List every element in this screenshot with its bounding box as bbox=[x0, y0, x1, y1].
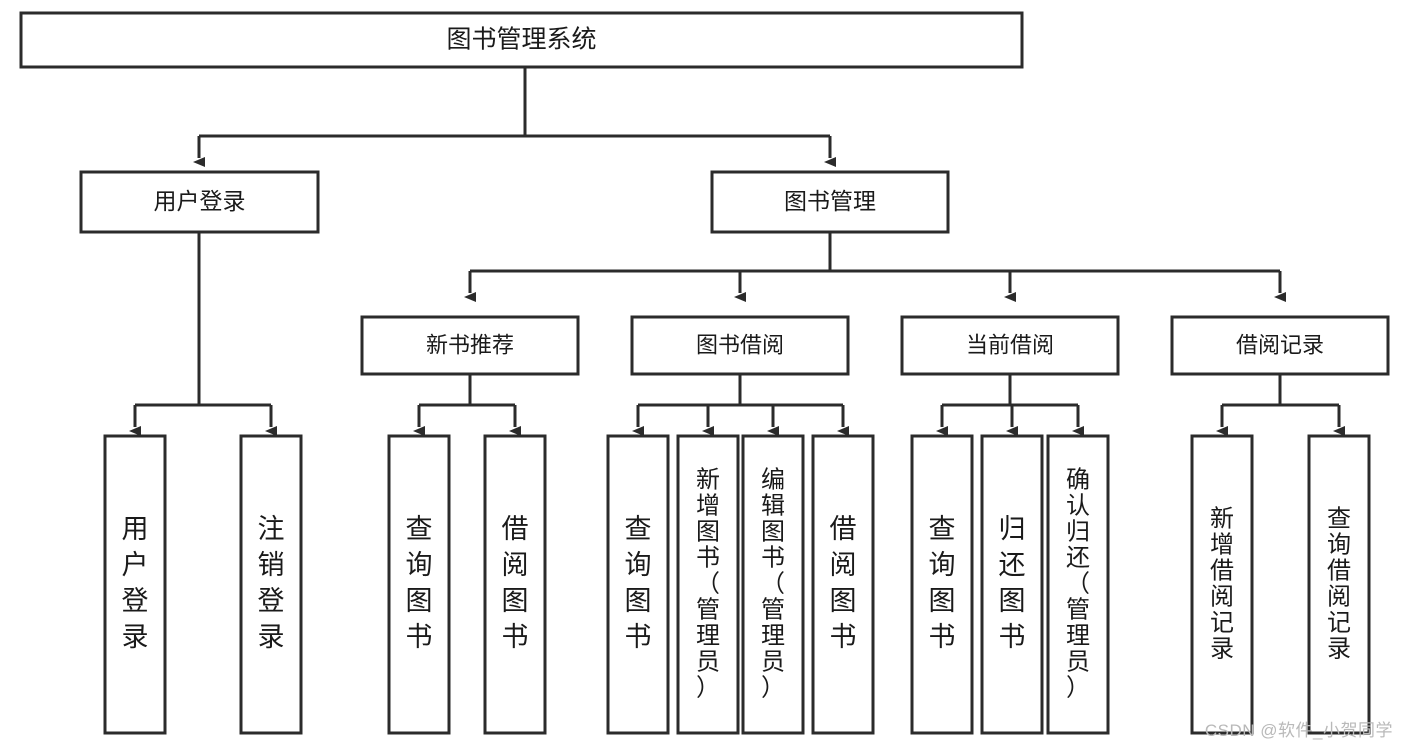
connector-layer bbox=[129, 67, 1345, 436]
csdn-watermark: CSDN @软件_小贺同学 bbox=[1204, 721, 1393, 740]
root-node-图书管理系统[interactable]: 图书管理系统 bbox=[19, 11, 1024, 69]
node-box[interactable] bbox=[103, 434, 167, 735]
node-label: 借阅图书 bbox=[502, 514, 529, 652]
node-label: 图书管理 bbox=[784, 188, 876, 214]
node-box[interactable] bbox=[910, 434, 974, 735]
connector-group-用户登录 bbox=[129, 232, 277, 436]
node-box[interactable] bbox=[483, 434, 547, 735]
node-box[interactable] bbox=[710, 170, 950, 234]
node-label: 新增图书（管理员） bbox=[696, 466, 720, 701]
node-label: 归还图书 bbox=[999, 514, 1026, 652]
node-label: 借阅记录 bbox=[1236, 332, 1324, 357]
node-label: 注销登录 bbox=[258, 514, 285, 652]
leaf-node-编辑图书管理员[interactable]: 编辑图书（管理员） bbox=[741, 434, 805, 735]
submodule-node-新书推荐[interactable]: 新书推荐 bbox=[360, 315, 580, 376]
leaf-node-归还图书[interactable]: 归还图书 bbox=[980, 434, 1044, 735]
node-label: 当前借阅 bbox=[966, 332, 1054, 357]
node-label: 新增借阅记录 bbox=[1210, 505, 1234, 662]
node-label: 图书借阅 bbox=[696, 332, 784, 357]
node-box[interactable] bbox=[900, 315, 1120, 376]
node-label: 用户登录 bbox=[154, 188, 246, 214]
node-box[interactable] bbox=[606, 434, 670, 735]
node-label: 图书管理系统 bbox=[446, 26, 596, 54]
connector-group-当前借阅 bbox=[936, 374, 1084, 436]
node-box[interactable] bbox=[676, 434, 740, 735]
leaf-node-查询借阅记录[interactable]: 查询借阅记录 bbox=[1307, 434, 1371, 735]
leaf-node-查询图书[interactable]: 查询图书 bbox=[910, 434, 974, 735]
leaf-node-查询图书[interactable]: 查询图书 bbox=[387, 434, 451, 735]
module-node-用户登录[interactable]: 用户登录 bbox=[79, 170, 320, 234]
node-label: 查询借阅记录 bbox=[1327, 505, 1351, 662]
node-box[interactable] bbox=[630, 315, 850, 376]
connector-group-图书管理系统 bbox=[193, 67, 836, 167]
node-box[interactable] bbox=[387, 434, 451, 735]
node-label: 用户登录 bbox=[122, 514, 149, 652]
node-box[interactable] bbox=[1046, 434, 1110, 735]
node-box[interactable] bbox=[1170, 315, 1390, 376]
leaf-node-查询图书[interactable]: 查询图书 bbox=[606, 434, 670, 735]
node-label: 借阅图书 bbox=[830, 514, 857, 652]
submodule-node-图书借阅[interactable]: 图书借阅 bbox=[630, 315, 850, 376]
leaf-node-借阅图书[interactable]: 借阅图书 bbox=[811, 434, 875, 735]
node-box[interactable] bbox=[1307, 434, 1371, 735]
leaf-node-注销登录[interactable]: 注销登录 bbox=[239, 434, 303, 735]
node-box[interactable] bbox=[980, 434, 1044, 735]
connector-group-图书管理 bbox=[464, 232, 1286, 302]
node-box[interactable] bbox=[19, 11, 1024, 69]
leaf-node-用户登录[interactable]: 用户登录 bbox=[103, 434, 167, 735]
leaf-node-新增图书管理员[interactable]: 新增图书（管理员） bbox=[676, 434, 740, 735]
node-label: 新书推荐 bbox=[426, 332, 514, 357]
node-label: 查询图书 bbox=[929, 514, 956, 652]
node-box[interactable] bbox=[360, 315, 580, 376]
node-label: 确认归还（管理员） bbox=[1066, 466, 1090, 701]
leaf-node-借阅图书[interactable]: 借阅图书 bbox=[483, 434, 547, 735]
node-label: 查询图书 bbox=[406, 514, 433, 652]
node-box[interactable] bbox=[1190, 434, 1254, 735]
node-box[interactable] bbox=[239, 434, 303, 735]
node-label: 编辑图书（管理员） bbox=[761, 466, 785, 701]
node-label: 查询图书 bbox=[625, 514, 652, 652]
connector-group-新书推荐 bbox=[413, 374, 521, 436]
node-box[interactable] bbox=[741, 434, 805, 735]
node-layer: 图书管理系统用户登录图书管理新书推荐图书借阅当前借阅借阅记录用户登录注销登录查询… bbox=[19, 11, 1390, 735]
module-node-图书管理[interactable]: 图书管理 bbox=[710, 170, 950, 234]
node-box[interactable] bbox=[79, 170, 320, 234]
submodule-node-当前借阅[interactable]: 当前借阅 bbox=[900, 315, 1120, 376]
leaf-node-新增借阅记录[interactable]: 新增借阅记录 bbox=[1190, 434, 1254, 735]
connector-group-借阅记录 bbox=[1216, 374, 1345, 436]
submodule-node-借阅记录[interactable]: 借阅记录 bbox=[1170, 315, 1390, 376]
node-box[interactable] bbox=[811, 434, 875, 735]
connector-group-图书借阅 bbox=[632, 374, 849, 436]
leaf-node-确认归还管理员[interactable]: 确认归还（管理员） bbox=[1046, 434, 1110, 735]
